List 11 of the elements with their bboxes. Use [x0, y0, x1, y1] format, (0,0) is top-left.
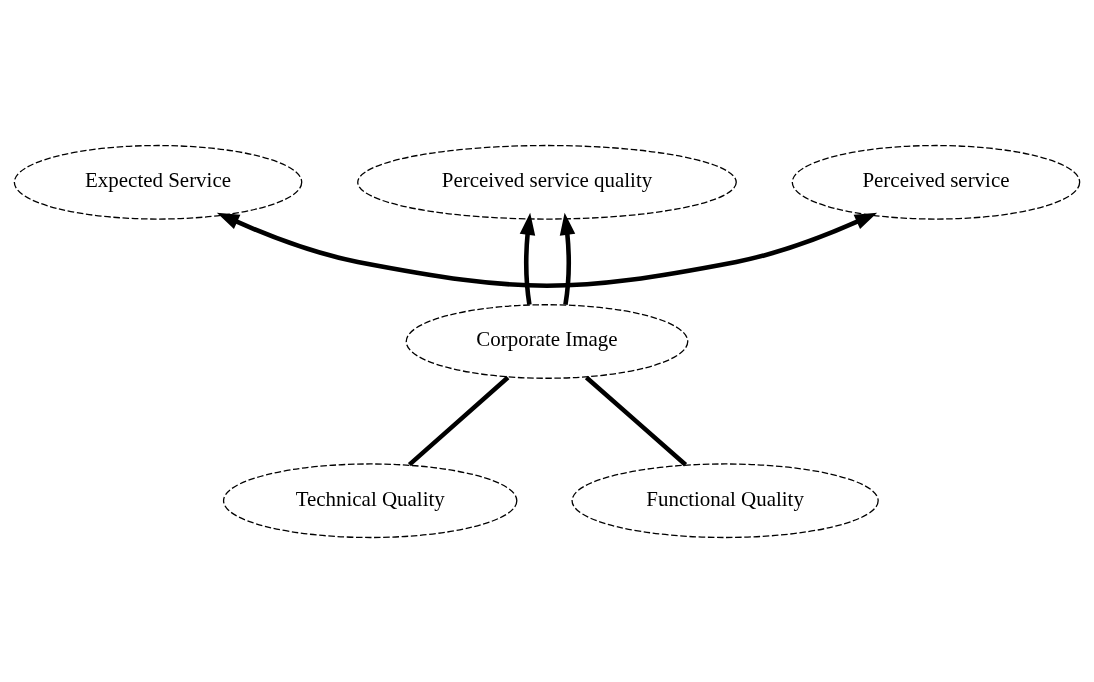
- node-ellipse: Functional Quality: [571, 462, 879, 538]
- node-ellipse: Perceived service: [791, 144, 1081, 220]
- arrow: [216, 212, 878, 288]
- node-ellipse: Perceived service quality: [357, 144, 737, 220]
- node-ellipse: Technical Quality: [222, 462, 518, 538]
- node-ellipse: Expected Service: [13, 144, 303, 220]
- connector: [407, 375, 510, 466]
- connector: [584, 375, 688, 466]
- arrow: [519, 212, 536, 305]
- arrow: [559, 212, 576, 305]
- node-ellipse: Corporate Image: [405, 303, 689, 379]
